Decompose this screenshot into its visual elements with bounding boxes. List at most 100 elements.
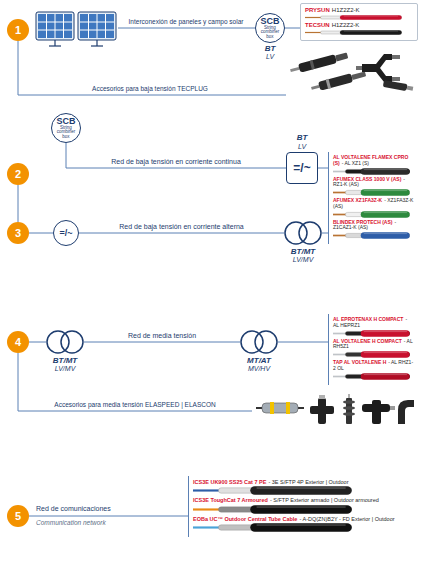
cable-list: AL VOLTALENE FLAMEX CPRO (S)- AL XZ1 (S)… [328, 152, 418, 244]
connector-illustration [392, 77, 400, 81]
solar-panel [91, 45, 103, 46]
cable-sheath [340, 15, 402, 19]
connector-illustration [383, 80, 414, 92]
cable-illustration [305, 30, 402, 35]
connector-label: Red de baja tensión en corriente alterna [117, 223, 246, 231]
cable-sheath [250, 523, 351, 531]
cable-sheath [361, 351, 410, 357]
cable-sheath [361, 330, 410, 336]
cable-sheath [361, 373, 410, 379]
connector-label: Red de baja tensión en corriente continu… [109, 158, 243, 166]
cable-name: AL EPROTENAX H COMPACT- AL HEPRZ1 [333, 317, 414, 329]
cable-highlight [344, 30, 398, 32]
connector-illustration [289, 51, 413, 93]
cable-highlight [364, 212, 407, 213]
cable-highlight [257, 524, 346, 525]
cable-illustration [193, 505, 352, 514]
voltage-label: LV/MV [53, 365, 77, 372]
connector-line [29, 342, 46, 343]
inverter-box: =/~BTLV [286, 152, 318, 184]
cable-insulation [321, 16, 402, 19]
connector-illustration [318, 73, 353, 90]
cable-illustration [305, 15, 402, 20]
cable-highlight [364, 352, 407, 353]
annotation-label: Communication network [36, 519, 106, 526]
annotation-label: Accesorios para baja tensión TECPLUG [92, 85, 208, 92]
cable-code: - AL XZ1 (S) [342, 160, 369, 166]
connector-illustration [362, 54, 392, 82]
cable-brand: AFUMEX CLASS 1000 V (AS) [333, 176, 401, 182]
solar-panel [78, 12, 116, 40]
cable-illustration [333, 189, 410, 196]
cable-sheath [250, 487, 351, 495]
voltage-label: BT [297, 134, 308, 142]
connector-illustration [335, 53, 348, 62]
cable-highlight [364, 331, 407, 332]
connector-illustration [310, 69, 367, 93]
voltage-heading: BTLV [297, 134, 308, 150]
cable-entry: TAP AL VOLTALENE H- AL RHZ1-2 OL [333, 360, 414, 380]
voltage-label: LV/MV [291, 256, 315, 263]
cable-entry: BLINDEX PROTECH (AS)- Z1CAZ1-K (AS) [333, 220, 414, 240]
accessory-illustration [319, 395, 325, 399]
cable-list: ICS3E UK900 SS25 Cat 7 PE- 3E S/FTP 4P E… [188, 476, 418, 537]
cable-highlight [364, 190, 407, 191]
cable-name: BLINDEX PROTECH (AS)- Z1CAZ1-K (AS) [333, 220, 414, 232]
connector-line [79, 233, 284, 234]
connector-illustration [298, 54, 337, 73]
connector-line [29, 233, 53, 234]
connector-illustration [290, 67, 299, 72]
cable-code: - A-DQ(ZN)B2Y - FD Exterior | Outdoor [299, 516, 394, 522]
voltage-label: MT/AT [247, 357, 271, 365]
transformer-winding [285, 222, 307, 244]
transformer-symbol: BT/MTLV/MV [284, 221, 322, 245]
cable-illustration [333, 373, 410, 380]
cable-highlight [364, 169, 407, 170]
callout-number-text: 1 [15, 25, 21, 36]
cable-illustration [193, 523, 352, 532]
solar-panel [78, 12, 116, 46]
voltage-label: BT/MT [53, 357, 77, 365]
solar-panel [38, 14, 72, 38]
callout-number: 5 [7, 505, 29, 527]
annotation-label: Interconexión de paneles y campo solar [129, 18, 244, 25]
transformer-winding [299, 222, 321, 244]
transformer-symbol [46, 330, 84, 354]
connector-line [278, 342, 328, 343]
node-text: =/~ [293, 162, 310, 174]
callout-number: 1 [7, 19, 29, 41]
cable-name: AL VOLTALENE FLAMEX CPRO (S)- AL XZ1 (S) [333, 155, 414, 167]
connector-illustration [356, 54, 400, 82]
solar-panel [55, 14, 56, 38]
voltage-label: LV [265, 53, 276, 60]
connector-line [84, 342, 240, 343]
cable-entry: ICS3E UK900 SS25 Cat 7 PE- 3E S/FTP 4P E… [193, 479, 414, 495]
cable-code: H1Z2Z2-K [332, 22, 360, 28]
connector-label: Red de media tensión [126, 332, 198, 340]
cable-list: AL EPROTENAX H COMPACT- AL HEPRZ1AL VOLT… [328, 314, 418, 385]
solar-panel [63, 14, 64, 38]
solar-panel [80, 22, 114, 23]
combiner-box-circle: SCBString combiner box [51, 113, 81, 143]
solar-panel [49, 45, 61, 46]
transformer-symbol: BT/MTLV/MV [46, 330, 84, 354]
annotation-label: Accesorios para media tensión ELASPEED |… [54, 401, 215, 408]
cable-highlight [257, 506, 346, 507]
cable-name: ICS3E UK900 SS25 Cat 7 PE- 3E S/FTP 4P E… [193, 479, 414, 485]
accessory-illustration [310, 406, 334, 414]
solar-panel [38, 30, 72, 31]
callout-number-text: 3 [15, 228, 21, 239]
cable-illustration [193, 486, 352, 495]
cable-insulation [321, 31, 402, 34]
transformer-symbol [284, 221, 322, 245]
accessory-illustration [270, 402, 274, 414]
accessory-illustration [286, 402, 290, 414]
cable-highlight [364, 374, 407, 375]
cable-entry: AL EPROTENAX H COMPACT- AL HEPRZ1 [333, 317, 414, 337]
cable-entry: AFUMEX CLASS 1000 V (AS)- RZ1-K (AS) [333, 177, 414, 197]
voltage-label: BT [265, 45, 276, 53]
transformer-symbol: MT/ATMV/HV [240, 330, 278, 354]
accessory-illustration [262, 403, 298, 413]
solar-panel [80, 30, 114, 31]
